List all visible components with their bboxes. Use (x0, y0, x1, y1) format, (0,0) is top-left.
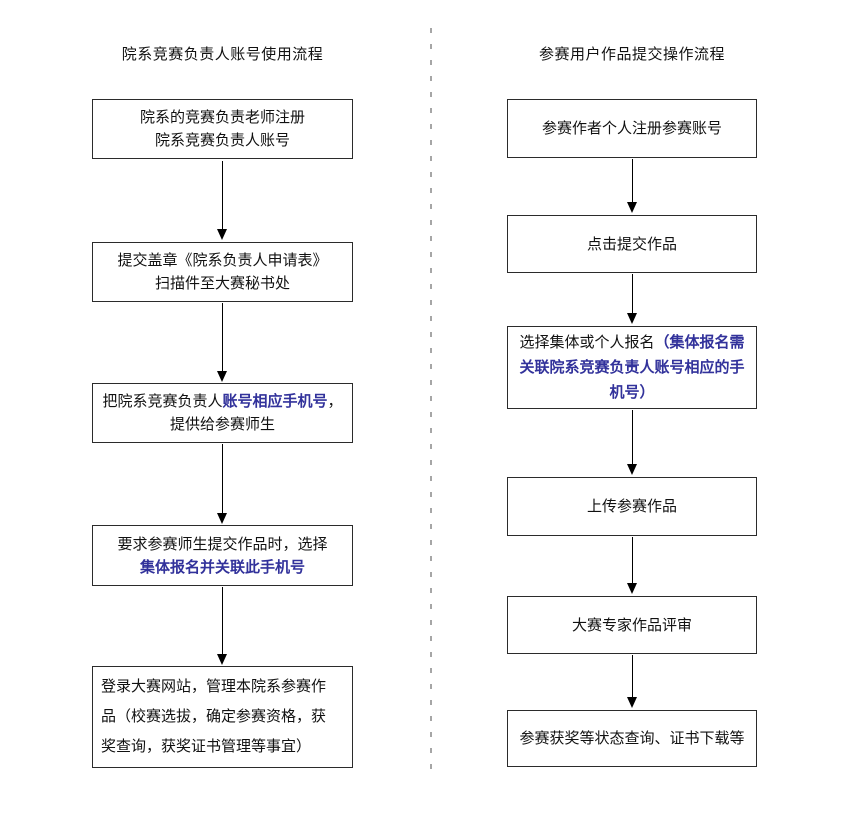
column-divider-dashed-line (430, 28, 432, 772)
left-flow-title: 院系竞赛负责人账号使用流程 (121, 46, 324, 63)
arrow-shaft (222, 587, 223, 656)
right-step2-text: 点击提交作品 (586, 235, 677, 253)
arrow-shaft (632, 274, 633, 315)
left-step5-text: 登录大赛网站，管理本院系参赛作品（校赛选拔，确定参赛资格，获奖查询，获奖证书管理… (101, 678, 327, 755)
right-step6-box: 参赛获奖等状态查询、证书下载等 (507, 710, 757, 767)
down-arrow (627, 274, 638, 324)
right-step6-text: 参赛获奖等状态查询、证书下载等 (519, 730, 745, 747)
arrow-shaft (632, 537, 633, 585)
left-step3-line1: 把院系竞赛负责人账号相应手机号， (102, 390, 342, 413)
arrow-shaft (222, 303, 223, 373)
down-arrow (217, 161, 228, 240)
right-step2-box: 点击提交作品 (507, 215, 757, 273)
arrow-head-icon (217, 513, 227, 524)
left-step4-box: 要求参赛师生提交作品时，选择 集体报名并关联此手机号 (92, 525, 353, 586)
left-step3-line1-tail: ， (327, 393, 343, 410)
arrow-head-icon (627, 313, 637, 324)
arrow-head-icon (627, 464, 637, 475)
arrow-head-icon (217, 371, 227, 382)
arrow-head-icon (217, 654, 227, 665)
left-step3-box: 把院系竞赛负责人账号相应手机号， 提供给参赛师生 (92, 383, 353, 443)
left-step5-box: 登录大赛网站，管理本院系参赛作品（校赛选拔，确定参赛资格，获奖查询，获奖证书管理… (92, 666, 353, 768)
right-step3-box: 选择集体或个人报名（集体报名需关联院系竞赛负责人账号相应的手机号） (507, 326, 757, 409)
down-arrow (217, 587, 228, 665)
left-step3-line1-blue: 账号相应手机号 (222, 393, 328, 410)
arrow-head-icon (627, 202, 637, 213)
left-step1-line2: 院系竞赛负责人账号 (154, 132, 290, 149)
left-step3-line2: 提供给参赛师生 (169, 416, 275, 433)
right-flow-title: 参赛用户作品提交操作流程 (538, 46, 725, 63)
left-step2-line2: 扫描件至大赛秘书处 (154, 275, 290, 292)
down-arrow (627, 537, 638, 594)
left-step4-line2-blue: 集体报名并关联此手机号 (139, 558, 305, 576)
left-step2-box: 提交盖章《院系负责人申请表》 扫描件至大赛秘书处 (92, 242, 353, 302)
down-arrow (217, 303, 228, 382)
right-step3-black: 选择集体或个人报名 (519, 334, 655, 351)
arrow-shaft (632, 410, 633, 466)
right-step3-blue: （集体报名需关联院系竞赛负责人账号相应的手机号） (519, 334, 745, 401)
arrow-head-icon (217, 229, 227, 240)
left-step3-line1-black: 把院系竞赛负责人 (102, 393, 223, 410)
arrow-shaft (632, 655, 633, 699)
down-arrow (627, 159, 638, 213)
down-arrow (627, 410, 638, 475)
arrow-shaft (632, 159, 633, 204)
right-step4-box: 上传参赛作品 (507, 477, 757, 536)
right-step4-text: 上传参赛作品 (586, 498, 677, 515)
right-step1-box: 参赛作者个人注册参赛账号 (507, 99, 757, 158)
arrow-head-icon (627, 583, 637, 594)
right-step5-text: 大赛专家作品评审 (571, 616, 692, 634)
down-arrow (627, 655, 638, 708)
left-step1-box: 院系的竞赛负责老师注册 院系竞赛负责人账号 (92, 99, 353, 159)
right-step1-text: 参赛作者个人注册参赛账号 (541, 120, 722, 137)
arrow-shaft (222, 444, 223, 515)
right-step3-text: 选择集体或个人报名（集体报名需关联院系竞赛负责人账号相应的手机号） (517, 330, 747, 405)
left-step1-line1: 院系的竞赛负责老师注册 (139, 109, 305, 126)
right-step5-box: 大赛专家作品评审 (507, 596, 757, 654)
down-arrow (217, 444, 228, 524)
left-step4-line1: 要求参赛师生提交作品时，选择 (117, 535, 328, 553)
arrow-head-icon (627, 697, 637, 708)
arrow-shaft (222, 161, 223, 231)
left-step2-line1: 提交盖章《院系负责人申请表》 (117, 252, 328, 269)
